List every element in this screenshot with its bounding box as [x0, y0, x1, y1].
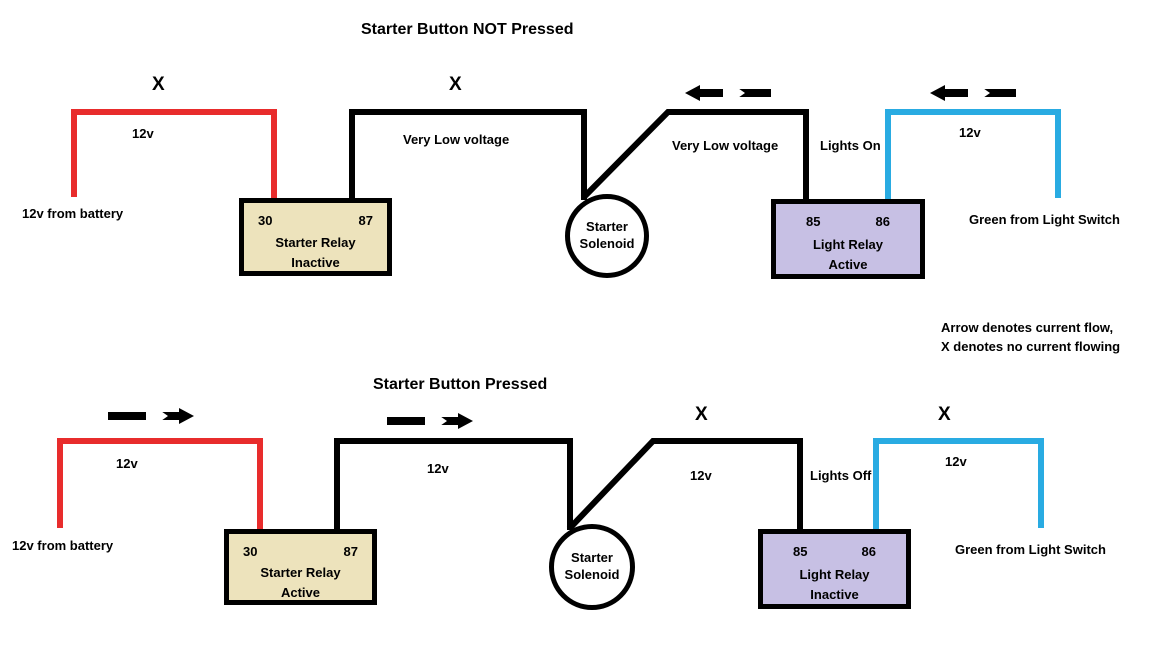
x-marker-top-starter-relay: X: [449, 74, 462, 95]
wire-bottom-light-switch-blue: [873, 438, 1044, 530]
starter-relay-bottom-pin-87: 87: [343, 544, 358, 559]
starter-relay-bottom-name: Starter Relay: [260, 565, 341, 580]
starter-solenoid-bottom-line2: Solenoid: [564, 567, 620, 582]
wire-top-battery-red: [71, 109, 277, 198]
panel-title-pressed: Starter Button Pressed: [373, 376, 548, 393]
light-relay-top[interactable]: 85 86 Light Relay Active: [771, 199, 925, 279]
end-label-bottom-light-switch: Green from Light Switch: [955, 542, 1106, 557]
wire-bottom-battery-red: [57, 438, 263, 530]
wire-top-light-switch-blue: [885, 109, 1061, 200]
starter-solenoid-bottom[interactable]: Starter Solenoid: [549, 524, 635, 610]
end-label-top-light-switch: Green from Light Switch: [969, 212, 1120, 227]
legend-line-arrow: Arrow denotes current flow,: [941, 320, 1114, 335]
light-relay-top-state: Active: [828, 257, 868, 272]
light-relay-bottom-pin-86: 86: [861, 544, 876, 559]
wire-top-solenoid-to-light-relay: [580, 109, 809, 201]
light-relay-top-pin-86: 86: [875, 214, 890, 229]
light-relay-bottom-state: Inactive: [810, 587, 859, 602]
current-flow-arrow-icon: [387, 413, 473, 429]
wire-label-bottom-solenoid-to-light-relay: 12v: [690, 468, 712, 483]
wire-label-top-light-switch: 12v: [959, 125, 981, 140]
x-marker-bottom-light-switch: X: [938, 404, 951, 425]
legend-line-x: X denotes no current flowing: [941, 338, 1121, 354]
starter-relay-top-state: Inactive: [291, 255, 340, 270]
wire-label-top-lights-state: Lights On: [820, 138, 881, 153]
wire-label-bottom-battery: 12v: [116, 456, 138, 471]
end-label-bottom-battery: 12v from battery: [12, 538, 114, 553]
starter-solenoid-top[interactable]: Starter Solenoid: [565, 194, 649, 278]
x-marker-top-battery: X: [152, 74, 165, 95]
wire-label-bottom-lights-state: Lights Off: [810, 468, 872, 483]
starter-relay-bottom-pin-30: 30: [243, 544, 258, 559]
starter-relay-top[interactable]: 30 87 Starter Relay Inactive: [239, 198, 392, 276]
light-relay-bottom[interactable]: 85 86 Light Relay Inactive: [758, 529, 911, 609]
wire-label-bottom-light-switch: 12v: [945, 454, 967, 469]
starter-relay-bottom[interactable]: 30 87 Starter Relay Active: [224, 529, 377, 605]
starter-solenoid-bottom-line1: Starter: [571, 550, 613, 566]
starter-relay-top-name: Starter Relay: [275, 235, 356, 250]
wire-top-starter-relay-to-solenoid: [349, 109, 587, 200]
end-label-top-battery: 12v from battery: [22, 206, 124, 221]
light-relay-bottom-name: Light Relay: [799, 567, 870, 582]
legend-block: Arrow denotes current flow, X denotes no…: [941, 319, 1120, 357]
light-relay-bottom-pin-85: 85: [793, 544, 808, 559]
starter-relay-bottom-state: Active: [280, 585, 321, 600]
wire-label-top-solenoid-to-light-relay: Very Low voltage: [672, 138, 779, 153]
starter-solenoid-top-line2: Solenoid: [579, 236, 635, 251]
current-flow-arrow-icon: [685, 85, 771, 101]
x-marker-bottom-solenoid: X: [695, 404, 708, 425]
panel-title-not-pressed: Starter Button NOT Pressed: [361, 21, 574, 38]
wire-bottom-starter-relay-to-solenoid: [334, 438, 573, 531]
wire-label-top-battery: 12v: [132, 126, 154, 141]
current-flow-arrow-icon: [930, 85, 1016, 101]
wire-label-bottom-relay-to-solenoid: 12v: [427, 461, 449, 476]
current-flow-arrow-icon: [108, 408, 194, 424]
starter-relay-top-pin-30: 30: [258, 213, 273, 228]
starter-solenoid-top-line1: Starter: [586, 219, 628, 235]
light-relay-top-pin-85: 85: [806, 214, 821, 229]
wire-bottom-solenoid-to-light-relay: [566, 438, 803, 532]
starter-relay-top-pin-87: 87: [358, 213, 373, 228]
light-relay-top-name: Light Relay: [812, 237, 884, 252]
wire-label-top-relay-to-solenoid: Very Low voltage: [403, 132, 510, 147]
